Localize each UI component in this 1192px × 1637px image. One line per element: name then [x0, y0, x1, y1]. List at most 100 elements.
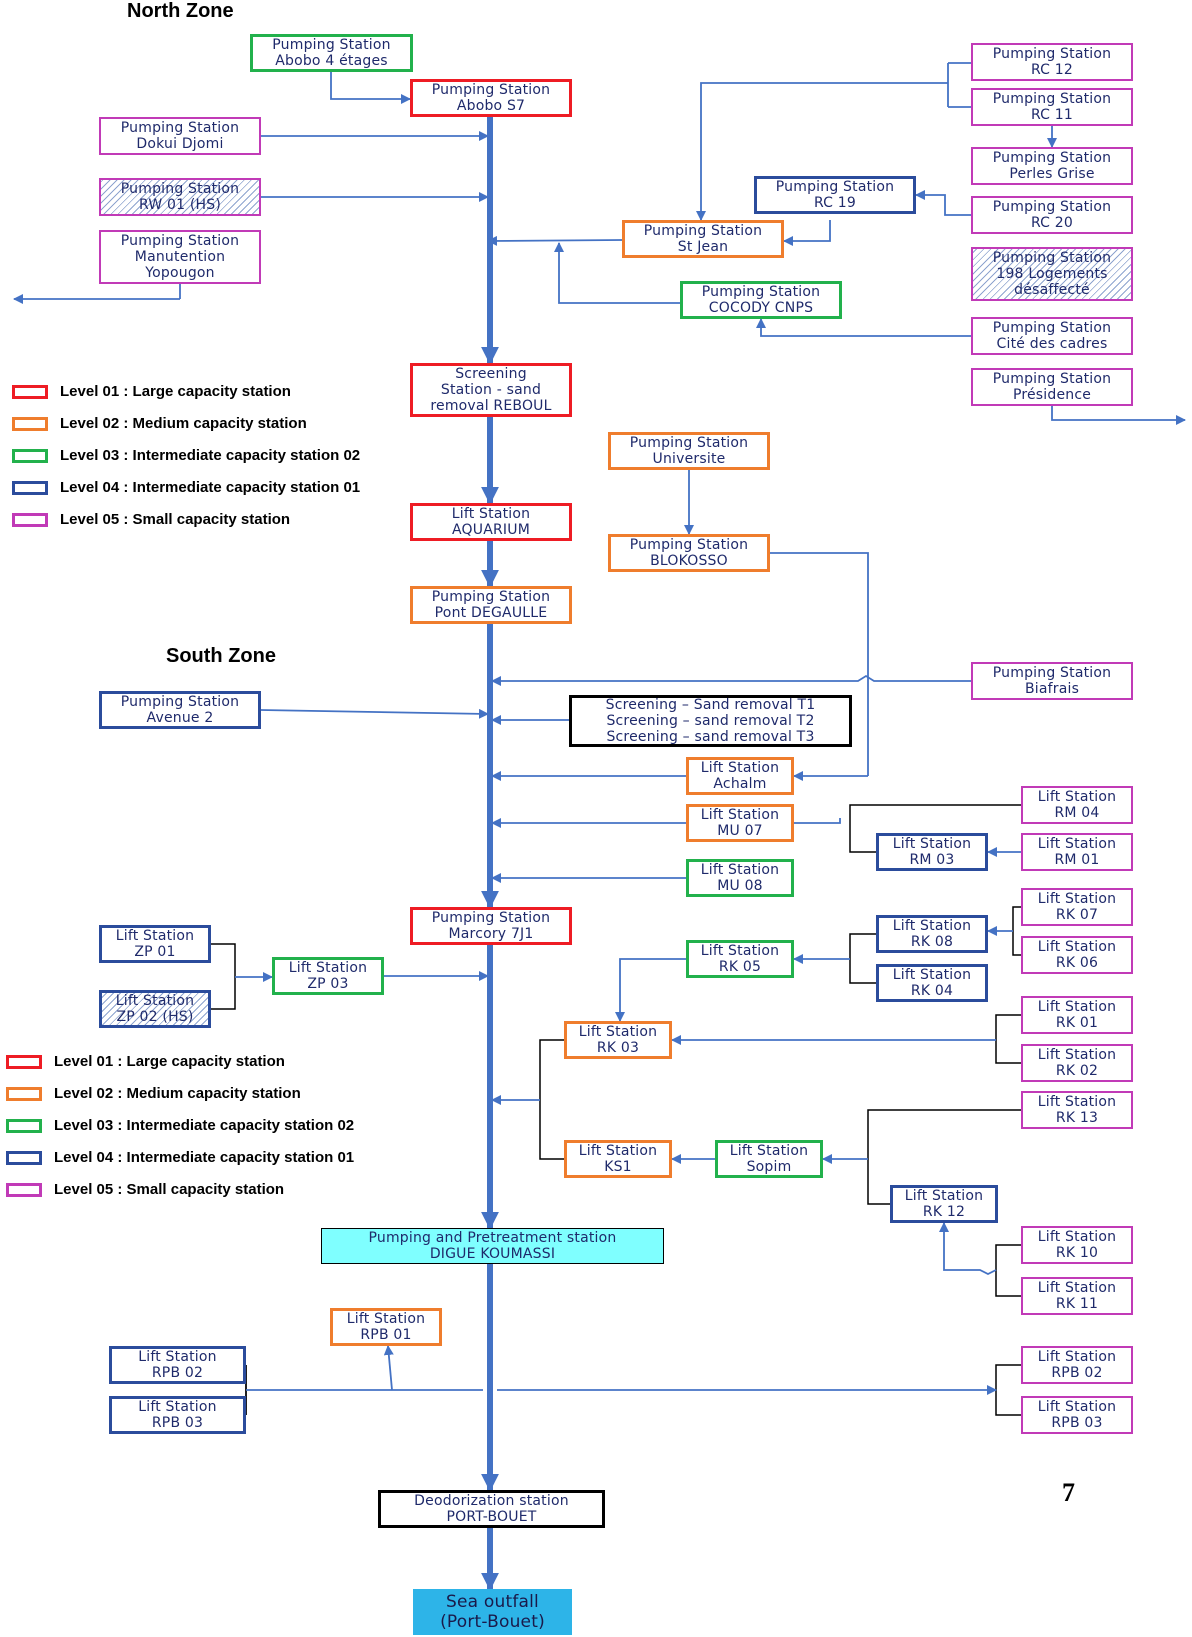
legend-item: Level 02 : Medium capacity station: [6, 1085, 301, 1102]
station-label-line: Lift Station: [1037, 891, 1117, 907]
page-number: 7: [1062, 1478, 1075, 1507]
south-zone-title: South Zone: [166, 645, 276, 667]
station-label-line: Lift Station: [138, 1399, 217, 1415]
station-label-line: RK 08: [910, 934, 954, 950]
station-label-line: RC 20: [1030, 215, 1074, 231]
station-label-line: RK 11: [1055, 1296, 1099, 1312]
station-label-line: RPB 02: [1051, 1365, 1103, 1381]
legend-swatch: [6, 1150, 42, 1165]
station-label-line: Lift Station: [578, 1024, 658, 1040]
station-label-line: Pumping Station: [431, 82, 551, 98]
station-label-line: 198 Logements: [996, 266, 1108, 282]
station-label-line: COCODY CNPS: [708, 300, 814, 316]
connector-line: [756, 318, 971, 337]
station-label-line: Pumping Station: [629, 537, 749, 553]
station-label-line: Biafrais: [1024, 681, 1080, 697]
station-label-line: Pumping Station: [992, 46, 1112, 62]
station-label-line: KS1: [604, 1159, 632, 1175]
station-label-line: Lift Station: [115, 993, 195, 1009]
station-label-line: PORT-BOUET: [446, 1509, 537, 1525]
legend-item: Level 04 : Intermediate capacity station…: [6, 1149, 354, 1166]
legend-swatch: [6, 1054, 42, 1069]
station-label-line: St Jean: [677, 239, 729, 255]
legend-item: Level 01 : Large capacity station: [12, 383, 291, 400]
connector-line: [615, 958, 686, 1022]
station-label-line: removal REBOUL: [430, 398, 552, 414]
station-label-line: Lift Station: [892, 836, 972, 852]
station-label-line: Pumping Station: [775, 179, 895, 195]
legend-label: Level 01 : Large capacity station: [60, 383, 291, 400]
station-label-line: Pumping Station: [120, 120, 240, 136]
legend-item: Level 03 : Intermediate capacity station…: [12, 447, 360, 464]
station-label-line: Pumping Station: [643, 223, 763, 239]
station-label-line: RM 04: [1054, 805, 1100, 821]
legend-label: Level 03 : Intermediate capacity station…: [54, 1117, 355, 1134]
station-label-line: Achalm: [713, 776, 767, 792]
station-label-line: RC 12: [1030, 62, 1074, 78]
station-label-line: Station - sand: [440, 382, 542, 398]
station-label-line: Deodorization station: [414, 1493, 569, 1509]
station-label-line: Pumping and Pretreatment station: [368, 1230, 617, 1246]
connector-line: [696, 82, 948, 221]
station-label-line: Pumping Station: [629, 435, 749, 451]
legend-label: Level 05 : Small capacity station: [60, 511, 291, 528]
station-label-line: Lift Station: [1037, 1229, 1117, 1245]
station-label-line: Marcory 7J1: [448, 926, 534, 942]
legend-swatch: [12, 448, 48, 463]
station-label-line: Pumping Station: [431, 589, 551, 605]
station-label-line: Pumping Station: [120, 694, 240, 710]
station-label-line: Cité des cadres: [996, 336, 1108, 352]
station-label-line: Pumping Station: [992, 320, 1112, 336]
legend-label: Level 04 : Intermediate capacity station…: [60, 479, 361, 496]
station-label-line: Lift Station: [729, 1143, 809, 1159]
connector-line: [849, 804, 1021, 853]
station-label-line: Lift Station: [578, 1143, 658, 1159]
station-label-line: Pont DEGAULLE: [434, 605, 548, 621]
station-label-line: RPB 03: [1051, 1415, 1103, 1431]
connector-line: [383, 1345, 394, 1391]
connector-line: [867, 1109, 1021, 1205]
station-label-line: RK 12: [922, 1204, 966, 1220]
station-label-line: (Port-Bouet): [440, 1612, 545, 1632]
station-label-line: RK 10: [1055, 1245, 1099, 1261]
station-label-line: Lift Station: [346, 1311, 426, 1327]
station-label-line: Universite: [652, 451, 726, 467]
connector-line: [995, 1014, 1021, 1064]
station-label-line: Lift Station: [700, 862, 780, 878]
station-label-line: RM 03: [909, 852, 955, 868]
station-label-line: Pumping Station: [120, 233, 240, 249]
connector-line: [995, 1244, 1021, 1297]
station-label-line: Lift Station: [1037, 1280, 1117, 1296]
station-label-line: Abobo 4 étages: [275, 53, 388, 69]
station-label-line: Lift Station: [892, 967, 972, 983]
station-label-line: Screening – sand removal T2: [606, 713, 815, 729]
connector-line: [1051, 406, 1186, 425]
station-label-line: RC 11: [1030, 107, 1074, 123]
station-label-line: AQUARIUM: [452, 522, 530, 538]
station-label-line: Manutention: [134, 249, 226, 265]
